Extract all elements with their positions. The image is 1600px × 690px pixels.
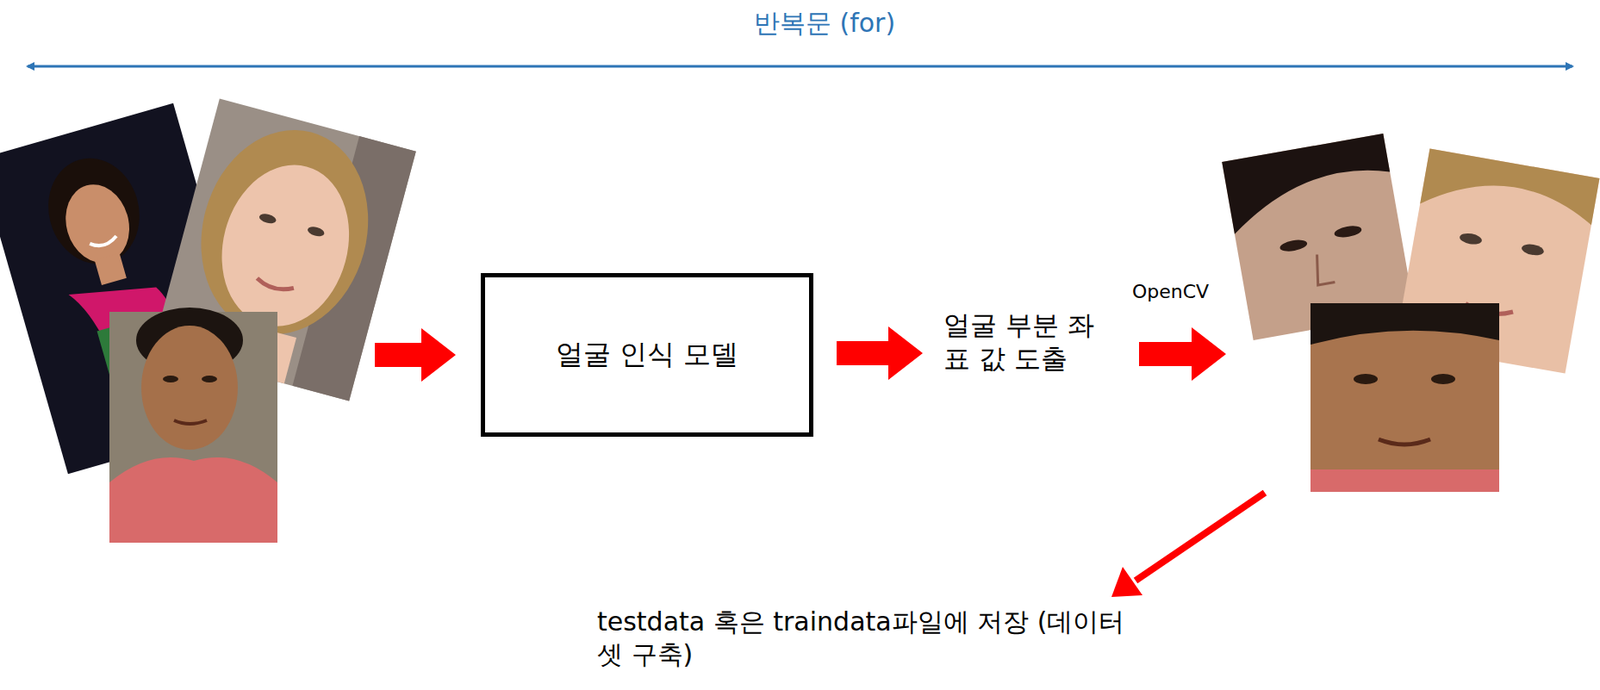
cropped-face [1310, 303, 1500, 492]
input-photo [109, 307, 278, 543]
save-arrow-head [1111, 566, 1143, 598]
loop-title: 반복문 (for) [753, 6, 896, 40]
save-arrow [1135, 492, 1265, 581]
flow-arrow [1139, 327, 1227, 381]
box-label: 얼굴 인식 모델 [555, 336, 739, 374]
process-box: 얼굴 인식 모델 [480, 273, 814, 437]
flow-arrow [374, 328, 456, 382]
output-note: testdata 혹은 traindata파일에 저장 (데이터셋 구축) [597, 605, 1127, 671]
flow-arrow [836, 326, 923, 380]
loop-span-arrow [27, 65, 1573, 69]
tool-label: OpenCV [1132, 280, 1209, 305]
step-note: 얼굴 부분 좌표 값 도출 [943, 308, 1104, 376]
